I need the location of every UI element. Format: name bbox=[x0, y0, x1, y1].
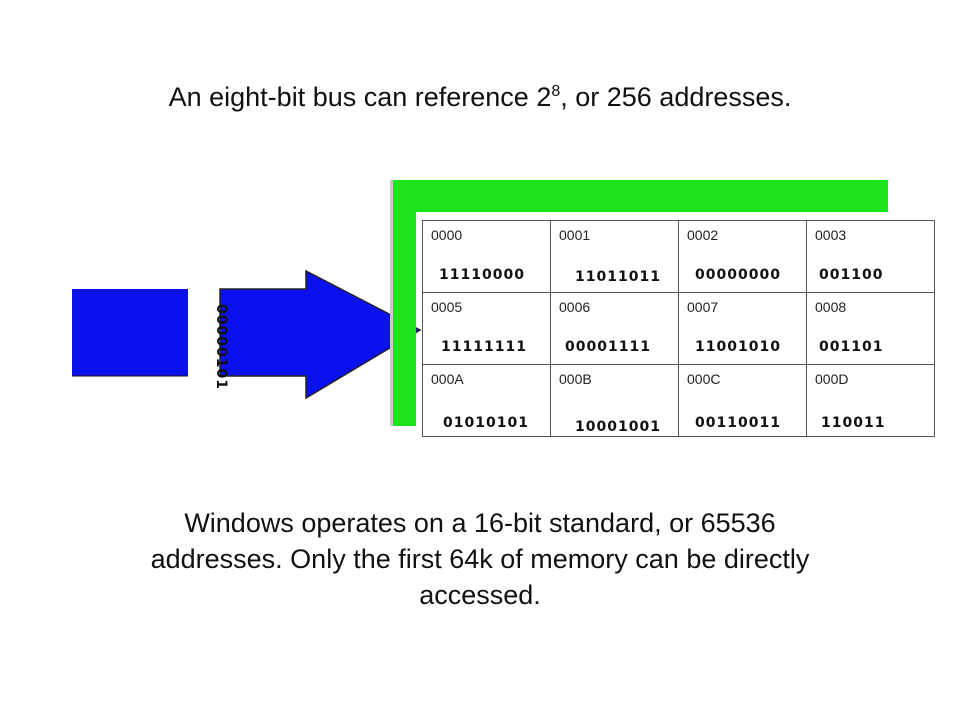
title-suffix: , or 256 addresses. bbox=[560, 82, 792, 112]
caption-line: addresses. Only the first 64k of memory … bbox=[150, 544, 810, 574]
memory-cell: 0003 001100 bbox=[807, 221, 935, 293]
memory-address: 0000 bbox=[431, 227, 463, 243]
memory-value: 01010101 bbox=[443, 415, 529, 431]
memory-frame-top bbox=[390, 180, 888, 212]
memory-cell: 0002 00000000 bbox=[679, 221, 807, 293]
caption-line: accessed. bbox=[419, 580, 541, 610]
memory-value: 10001001 bbox=[575, 419, 661, 435]
memory-address: 000B bbox=[559, 371, 592, 387]
memory-address: 0006 bbox=[559, 299, 591, 315]
memory-address: 0002 bbox=[687, 227, 719, 243]
caption-line: Windows operates on a 16-bit standard, o… bbox=[184, 508, 776, 538]
bus-arrow-head bbox=[219, 269, 422, 400]
memory-cell: 000A 01010101 bbox=[423, 365, 551, 437]
memory-value: 00000000 bbox=[695, 267, 781, 283]
memory-cell: 0005 11111111 bbox=[423, 293, 551, 365]
memory-value: 001100 bbox=[819, 267, 884, 283]
memory-address: 000A bbox=[431, 371, 464, 387]
memory-value: 11110000 bbox=[439, 267, 525, 283]
memory-value: 11111111 bbox=[441, 339, 527, 355]
memory-cell: 0006 00001111 bbox=[551, 293, 679, 365]
title-exponent: 8 bbox=[551, 83, 561, 100]
bus-shaft-left bbox=[72, 289, 188, 376]
memory-cell: 0000 11110000 bbox=[423, 221, 551, 293]
memory-cell: 0008 001101 bbox=[807, 293, 935, 365]
slide-title: An eight-bit bus can reference 28, or 25… bbox=[0, 82, 960, 113]
memory-address: 0007 bbox=[687, 299, 719, 315]
memory-cell: 000D 110011 bbox=[807, 365, 935, 437]
slide-caption: Windows operates on a 16-bit standard, o… bbox=[40, 505, 920, 613]
memory-value: 11011011 bbox=[575, 269, 661, 285]
memory-value: 00110011 bbox=[695, 415, 781, 431]
memory-frame-left bbox=[390, 180, 416, 426]
memory-address: 000C bbox=[687, 371, 721, 387]
memory-address: 000D bbox=[815, 371, 849, 387]
memory-value: 110011 bbox=[821, 415, 886, 431]
memory-cell: 0007 11001010 bbox=[679, 293, 807, 365]
title-text: An eight-bit bus can reference 2 bbox=[168, 82, 552, 112]
memory-value: 001101 bbox=[819, 339, 884, 355]
memory-address: 0001 bbox=[559, 227, 591, 243]
memory-cell: 0001 11011011 bbox=[551, 221, 679, 293]
memory-cell: 000C 00110011 bbox=[679, 365, 807, 437]
memory-address: 0003 bbox=[815, 227, 847, 243]
bus-binary-code: 00000101 bbox=[213, 304, 229, 390]
memory-frame-edge bbox=[390, 180, 393, 426]
memory-address: 0005 bbox=[431, 299, 463, 315]
memory-cell: 000B 10001001 bbox=[551, 365, 679, 437]
memory-value: 00001111 bbox=[565, 339, 651, 355]
memory-address: 0008 bbox=[815, 299, 847, 315]
memory-value: 11001010 bbox=[695, 339, 781, 355]
